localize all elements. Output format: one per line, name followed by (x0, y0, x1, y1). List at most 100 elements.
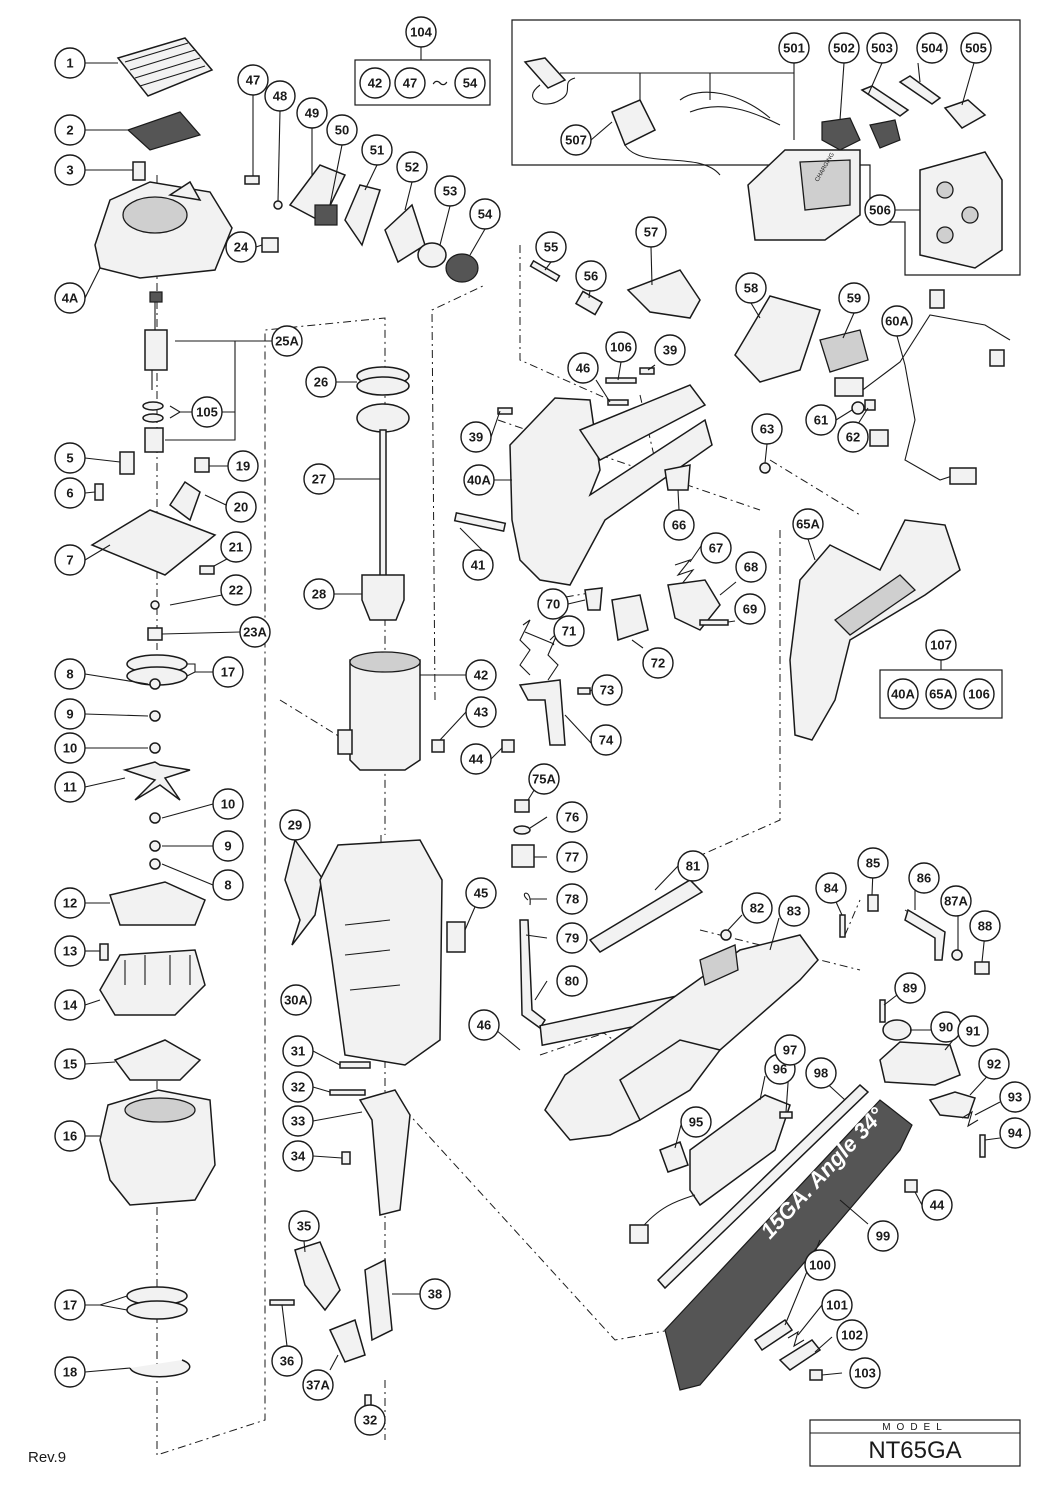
callout: 18 (54, 1356, 86, 1388)
callout: 35 (288, 1210, 320, 1242)
callout: 72 (642, 647, 674, 679)
case-part (919, 151, 1003, 269)
callout: 10 (54, 732, 86, 764)
svg-text:501: 501 (783, 41, 805, 56)
callout: 44 (921, 1189, 953, 1221)
callout: 70 (537, 588, 569, 620)
callout: 8 (212, 869, 244, 901)
cylinder-cap-part (99, 949, 206, 1016)
callout: 40A (463, 464, 495, 496)
callout: 17 (212, 656, 244, 688)
svg-text:76: 76 (565, 810, 579, 825)
callout: 41 (462, 549, 494, 581)
callout: 19 (227, 450, 259, 482)
svg-text:74: 74 (599, 733, 614, 748)
magazine-part (664, 1099, 913, 1391)
callout: 37A (302, 1369, 334, 1401)
svg-text:47: 47 (403, 76, 417, 91)
callout: 36 (271, 1345, 303, 1377)
kit-104-item: 42 (359, 67, 391, 99)
switch-part (144, 329, 168, 371)
callout: 39 (460, 421, 492, 453)
svg-text:97: 97 (783, 1043, 797, 1058)
callout: 24 (225, 231, 257, 263)
callout: 47 (237, 64, 269, 96)
contact-cover-part (689, 1094, 791, 1207)
callout: 62 (837, 421, 869, 453)
callout: 14 (54, 989, 86, 1021)
svg-text:7: 7 (66, 553, 73, 568)
callout: 12 (54, 887, 86, 919)
callout: 43 (465, 696, 497, 728)
adjuster-part (511, 844, 535, 868)
svg-text:89: 89 (903, 981, 917, 996)
svg-text:95: 95 (689, 1115, 703, 1130)
svg-text:27: 27 (312, 472, 326, 487)
svg-text:33: 33 (291, 1114, 305, 1129)
svg-text:21: 21 (229, 540, 243, 555)
svg-text:507: 507 (565, 133, 587, 148)
callout: 34 (282, 1140, 314, 1172)
svg-text:23A: 23A (243, 625, 267, 640)
callout: 106 (605, 331, 637, 363)
svg-text:54: 54 (463, 76, 478, 91)
kit-107-item: 40A (887, 678, 919, 710)
callout: 28 (303, 578, 335, 610)
range-separator: 〜 (432, 74, 448, 93)
kit-107: 107 40A 65A 106 (887, 629, 995, 710)
screw-part (132, 161, 146, 181)
svg-text:39: 39 (469, 430, 483, 445)
callout: 61 (805, 404, 837, 436)
callout: 7 (54, 544, 86, 576)
svg-text:34: 34 (291, 1149, 306, 1164)
callout: 507 (560, 124, 592, 156)
callout: 71 (553, 615, 585, 647)
callout: 84 (815, 872, 847, 904)
svg-text:22: 22 (229, 583, 243, 598)
svg-text:106: 106 (968, 687, 990, 702)
leader-lines (84, 62, 1001, 1418)
callout: 20 (225, 491, 257, 523)
callout: 15 (54, 1048, 86, 1080)
callout: 103 (849, 1357, 881, 1389)
callout: 11 (54, 771, 86, 803)
svg-text:46: 46 (477, 1018, 491, 1033)
svg-text:20: 20 (234, 500, 248, 515)
callout: 13 (54, 935, 86, 967)
callout: 75A (528, 763, 560, 795)
callout: 51 (361, 134, 393, 166)
callout: 32 (354, 1404, 386, 1436)
callout: 23A (239, 616, 271, 648)
svg-text:72: 72 (651, 656, 665, 671)
svg-text:39: 39 (663, 343, 677, 358)
svg-text:63: 63 (760, 422, 774, 437)
svg-text:40A: 40A (467, 473, 491, 488)
callout: 8 (54, 658, 86, 690)
kit-104: 104 42 47 〜 54 (359, 16, 486, 99)
callout: 105 (191, 396, 223, 428)
svg-text:36: 36 (280, 1354, 294, 1369)
svg-text:31: 31 (291, 1044, 305, 1059)
svg-text:5: 5 (66, 451, 73, 466)
callout: 69 (734, 593, 766, 625)
callout: 87A (940, 885, 972, 917)
svg-text:12: 12 (63, 896, 77, 911)
svg-text:42: 42 (368, 76, 382, 91)
svg-text:47: 47 (246, 73, 260, 88)
callout: 2 (54, 114, 86, 146)
svg-text:106: 106 (610, 340, 632, 355)
callout: 65A (792, 508, 824, 540)
callout: 79 (556, 922, 588, 954)
callout: 30A (280, 984, 312, 1016)
svg-text:93: 93 (1008, 1090, 1022, 1105)
svg-text:79: 79 (565, 931, 579, 946)
callout: 504 (916, 32, 948, 64)
svg-text:67: 67 (709, 541, 723, 556)
fan-part (122, 761, 191, 801)
svg-text:81: 81 (686, 859, 700, 874)
svg-text:104: 104 (410, 25, 432, 40)
kit-107-item: 106 (963, 678, 995, 710)
svg-text:78: 78 (565, 892, 579, 907)
callout-kit-107: 107 (925, 629, 957, 661)
